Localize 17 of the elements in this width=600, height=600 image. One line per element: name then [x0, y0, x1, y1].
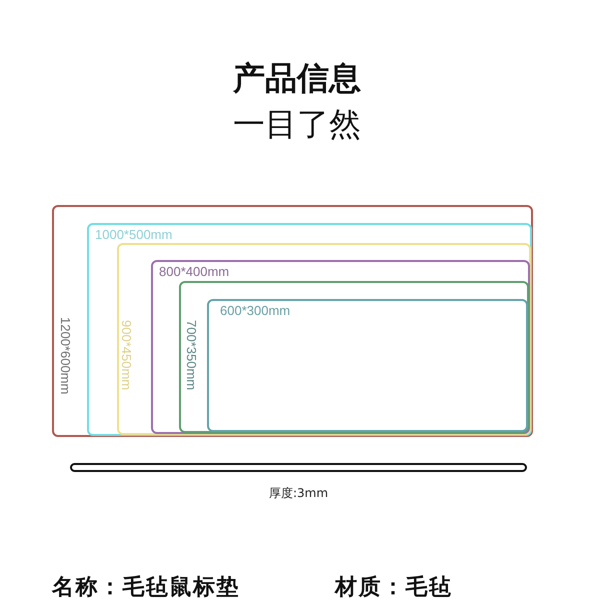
size-label: 1000*500mm: [95, 228, 172, 241]
size-label: 1200*600mm: [59, 317, 72, 394]
mouse-pad-outline: [117, 243, 531, 435]
size-label: 900*450mm: [120, 320, 133, 390]
mouse-pad-outline: [179, 281, 529, 433]
subtitle: 一目了然: [233, 108, 361, 140]
size-label: 600*300mm: [220, 304, 290, 317]
size-label: 800*400mm: [159, 265, 230, 278]
mouse-pad-outline: [151, 260, 530, 434]
mouse-pad-outline: [87, 223, 532, 436]
thickness-label: 厚度:3mm: [268, 487, 328, 499]
page-title: 产品信息: [233, 62, 361, 94]
product-name-text: 名称：毛毡鼠标垫: [52, 577, 240, 599]
mouse-pad-outline: [52, 205, 533, 437]
size-label: 700*350mm: [185, 320, 198, 390]
mouse-pad-outline: [207, 299, 528, 432]
material-text: 材质：毛毡: [335, 577, 452, 599]
